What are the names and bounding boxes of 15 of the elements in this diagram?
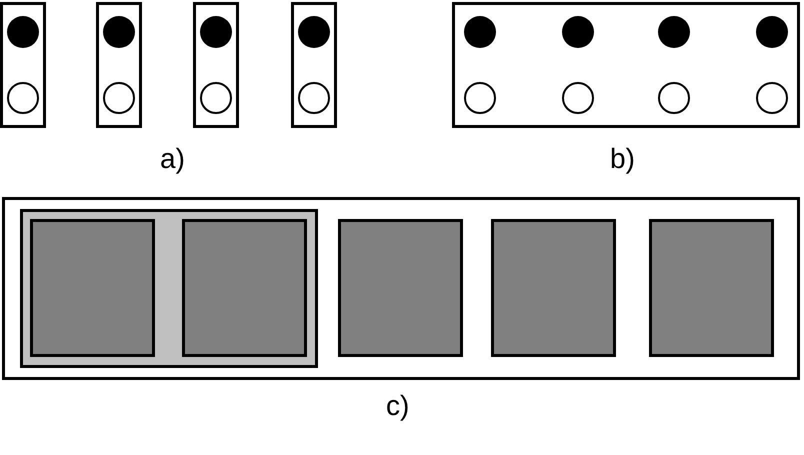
panel-label: b) [610, 145, 635, 173]
frame-box [291, 2, 337, 128]
panel-label: c) [386, 392, 410, 420]
frame-box [0, 2, 46, 128]
square-block [338, 219, 463, 357]
square-block [491, 219, 616, 357]
frame-box [452, 2, 800, 128]
square-block [30, 219, 155, 357]
frame-box [2, 197, 800, 380]
panel-label: a) [160, 145, 185, 173]
square-block [649, 219, 774, 357]
frame-box [193, 2, 239, 128]
frame-box [96, 2, 142, 128]
square-block [182, 219, 307, 357]
group-box [20, 209, 318, 368]
